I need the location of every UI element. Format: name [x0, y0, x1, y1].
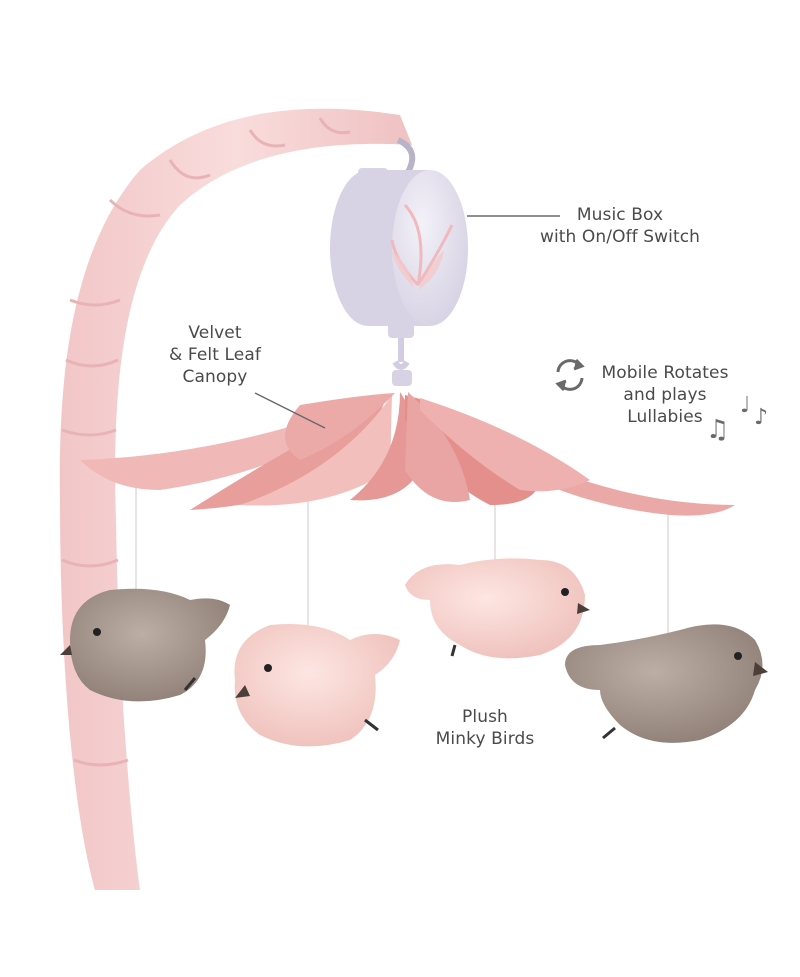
mobile-strings — [135, 468, 669, 640]
birds-callout: Plush Minky Birds — [435, 707, 535, 749]
canopy-leader-line — [254, 392, 326, 429]
svg-text:♩: ♩ — [740, 393, 750, 418]
svg-text:♪: ♪ — [754, 405, 768, 430]
svg-text:♫: ♫ — [706, 415, 729, 445]
music-box-callout: Music Box with On/Off Switch — [539, 205, 701, 247]
canopy-callout: Velvet & Felt Leaf Canopy — [169, 323, 261, 387]
leaf-canopy — [80, 392, 735, 516]
music-box — [330, 168, 468, 386]
music-notes-icon: ♫ ♩ ♪ — [706, 393, 768, 445]
taupe-bird-left — [60, 588, 230, 702]
taupe-bird-right — [565, 624, 768, 743]
rotate-arrows-icon — [555, 358, 585, 392]
pink-bird-left — [234, 624, 400, 747]
rotation-callout: Mobile Rotates and plays Lullabies — [601, 363, 729, 427]
pink-bird-right — [405, 558, 590, 659]
